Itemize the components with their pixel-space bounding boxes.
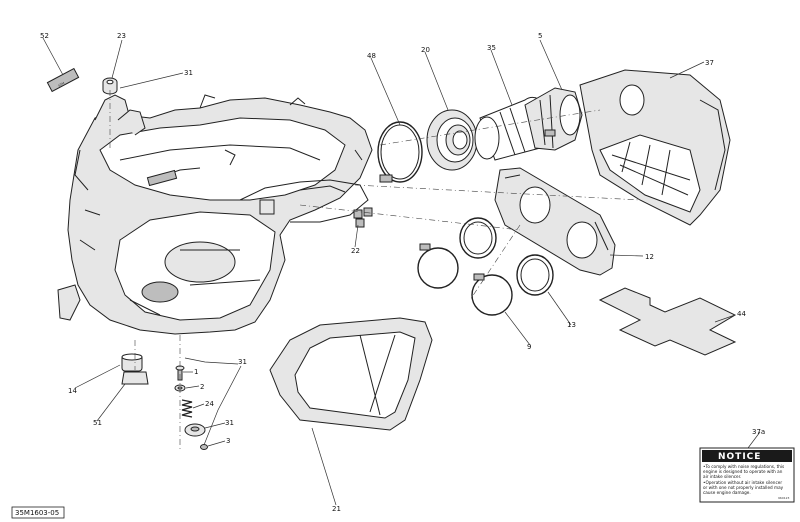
callout-22: 22 xyxy=(351,247,360,255)
part-13-rings xyxy=(459,217,554,296)
part-23-grommet xyxy=(102,77,118,95)
callout-31-low: 31 xyxy=(225,419,234,427)
callout-37: 37 xyxy=(705,59,714,67)
part-21-frame xyxy=(269,317,433,431)
diagram-reference: 35M1603-05 xyxy=(11,506,65,519)
callout-31-top: 31 xyxy=(184,69,193,77)
callout-5: 5 xyxy=(538,32,542,40)
callout-35: 35 xyxy=(487,44,496,52)
notice-line-4: •Operation without air intake silencer xyxy=(703,480,782,485)
part-22-clips xyxy=(353,207,373,228)
centerlines xyxy=(109,90,641,450)
part-3-nut xyxy=(200,444,208,450)
part-5-intake-boot xyxy=(524,87,583,151)
notice-line-6: cause engine damage. xyxy=(703,490,751,495)
part-14-bushing xyxy=(121,353,143,372)
callout-1: 1 xyxy=(194,368,198,376)
callout-labels: 52 23 31 48 20 35 5 37 22 12 44 13 9 31 … xyxy=(40,32,765,513)
callout-21: 21 xyxy=(332,505,341,513)
part-20-adapter xyxy=(426,109,478,171)
part-44-pad xyxy=(598,287,737,356)
callout-3: 3 xyxy=(226,437,230,445)
notice-line-1: •To comply with noise regulations, this xyxy=(703,464,784,469)
notice-code: 960123 xyxy=(778,496,790,500)
notice-title: NOTICE xyxy=(718,452,761,462)
notice-line-5: or with one not properly installed may xyxy=(703,485,784,490)
callout-9: 9 xyxy=(527,343,531,351)
callout-31-mid: 31 xyxy=(238,358,247,366)
air-silencer-base xyxy=(57,94,373,335)
diagram-code: 35M1603-05 xyxy=(15,509,59,517)
callout-12: 12 xyxy=(645,253,654,261)
callout-2: 2 xyxy=(200,383,204,391)
notice-line-3: air intake silencer. xyxy=(703,474,741,479)
leader-lines xyxy=(42,37,761,506)
callout-14: 14 xyxy=(68,387,77,395)
callout-24: 24 xyxy=(205,400,214,408)
part-9-clamps xyxy=(417,243,513,316)
callout-44: 44 xyxy=(737,310,746,318)
callout-48: 48 xyxy=(367,52,376,60)
decal-text: SDM xyxy=(57,81,65,88)
part-48-clamp xyxy=(377,121,423,183)
callout-37a: 37a xyxy=(752,428,765,436)
notice-line-2: engine is designed to operate with an xyxy=(703,469,783,474)
callout-13: 13 xyxy=(567,321,576,329)
callout-23: 23 xyxy=(117,32,126,40)
part-24-spring xyxy=(181,399,193,418)
part-37-cover xyxy=(579,69,731,226)
part-31-valve xyxy=(184,423,206,437)
callout-52: 52 xyxy=(40,32,49,40)
callout-51: 51 xyxy=(93,419,102,427)
part-51-bushing xyxy=(121,371,149,385)
callout-20: 20 xyxy=(421,46,430,54)
part-52-decal: SDM xyxy=(46,67,80,93)
notice-label: NOTICE •To comply with noise regulations… xyxy=(699,447,795,503)
part-12-bracket xyxy=(494,167,616,276)
